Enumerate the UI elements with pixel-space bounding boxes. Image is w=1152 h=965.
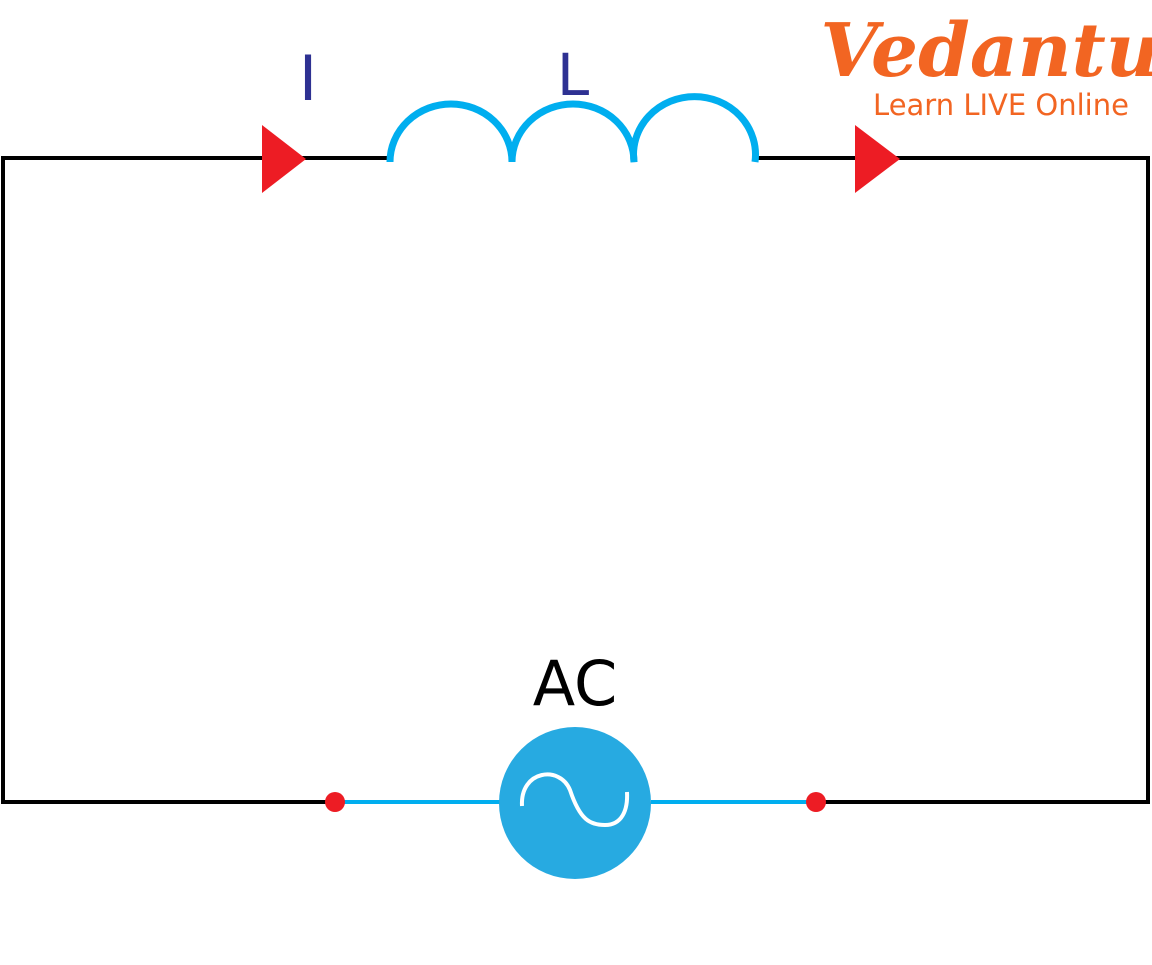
current-label: I <box>299 42 317 115</box>
wire-top-left <box>1 156 390 804</box>
sine-wave-icon <box>519 772 630 828</box>
wire-top-right <box>755 156 1150 804</box>
vedantu-logo: Vedantu Learn LIVE Online <box>820 8 1152 122</box>
source-label: AC <box>533 647 618 720</box>
inductor-coil <box>386 93 759 163</box>
current-arrow-right <box>855 125 900 193</box>
terminal-dot-right <box>806 792 826 812</box>
current-arrow-left <box>262 125 306 193</box>
terminal-dot-left <box>325 792 345 812</box>
inductor-label: L <box>557 41 589 109</box>
wire <box>1 156 1150 804</box>
logo-tagline: Learn LIVE Online <box>873 88 1129 122</box>
logo-brand: Vedantu <box>820 8 1152 94</box>
